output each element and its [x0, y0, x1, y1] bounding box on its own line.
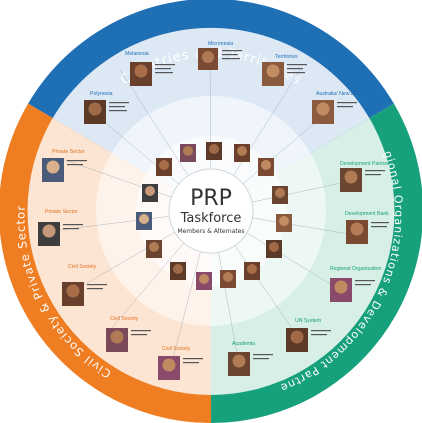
portrait-photo — [38, 222, 60, 246]
portrait-photo — [206, 142, 222, 160]
portrait-photo — [146, 240, 162, 258]
segment-label: Civil Society — [162, 346, 191, 352]
segment-labels: Micronesia Melanesia Territories Polynes… — [45, 41, 389, 352]
portrait-photo — [312, 100, 334, 124]
segment-label: Development Partner — [340, 161, 389, 167]
portrait-photo — [84, 100, 106, 124]
portrait-photo — [198, 48, 218, 70]
inner-portraits — [136, 142, 292, 290]
center-subtitle: Taskforce — [180, 211, 242, 226]
segment-label: Development Bank — [345, 211, 389, 217]
segment-label: Australia/ New Zealand — [316, 91, 370, 97]
fine-print-lines — [63, 50, 389, 364]
segment-label: Micronesia — [208, 41, 233, 47]
portrait-photo — [244, 262, 260, 280]
segment-label: Civil Society — [110, 316, 139, 322]
portrait-photo — [136, 212, 152, 230]
portrait-photo — [158, 356, 180, 380]
portrait-photo — [234, 144, 250, 162]
portrait-photo — [142, 184, 158, 202]
portrait-photo — [266, 240, 282, 258]
portrait-photo — [180, 144, 196, 162]
center-members: Members & Alternates — [177, 228, 244, 235]
portrait-photo — [220, 270, 236, 288]
segment-label: UN System — [295, 318, 321, 324]
portrait-photo — [42, 158, 64, 182]
portrait-photo — [330, 278, 352, 302]
portrait-photo — [346, 220, 368, 244]
segment-label: Civil Society — [68, 264, 97, 270]
center-title: PRP — [190, 186, 232, 211]
portrait-photo — [286, 328, 308, 352]
portrait-photo — [196, 272, 212, 290]
portrait-photo — [258, 158, 274, 176]
portrait-photo — [272, 186, 288, 204]
segment-label: Academia — [232, 341, 255, 347]
portrait-photo — [106, 328, 128, 352]
portrait-photo — [276, 214, 292, 232]
portrait-photo — [170, 262, 186, 280]
segment-label: Regional Organization — [330, 266, 381, 272]
portrait-photo — [262, 62, 284, 86]
portrait-photo — [130, 62, 152, 86]
segment-label: Polynesia — [90, 91, 113, 97]
segment-label: Private Sector — [45, 209, 78, 215]
portrait-photo — [228, 352, 250, 376]
segment-label: Private Sector — [52, 149, 85, 155]
portrait-photo — [156, 158, 172, 176]
outer-portraits — [38, 48, 368, 380]
segment-label: Melanesia — [125, 51, 149, 57]
center-hub: PRP Taskforce Members & Alternates — [168, 168, 254, 254]
portrait-photo — [62, 282, 84, 306]
segment-label: Territories — [275, 54, 298, 60]
portrait-photo — [340, 168, 362, 192]
